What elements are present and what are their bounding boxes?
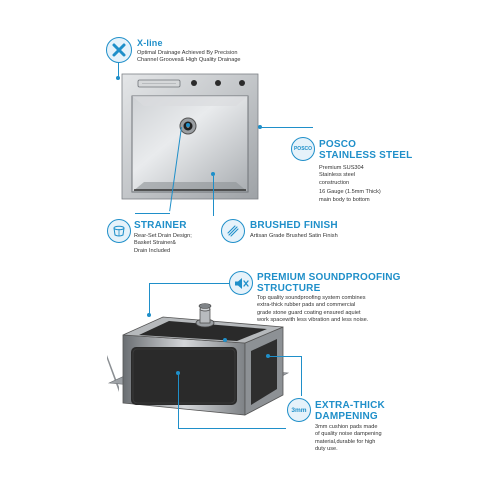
sound-leader-v — [149, 283, 150, 315]
sound-leader-h — [149, 283, 229, 284]
brushed-desc: Artisan Grade Brushed Satin Finish — [250, 233, 338, 239]
brushed-dot — [211, 172, 215, 176]
strainer-dot — [186, 123, 190, 127]
x-line-leader — [118, 63, 119, 77]
damp-icon: 3mm — [287, 398, 311, 422]
brushed-leader — [213, 176, 214, 216]
sound-desc: Top quality soundproofing system combine… — [257, 295, 369, 324]
posco-dot — [258, 125, 262, 129]
strainer-desc: Rear-Set Drain Design;Basket Strainer&Dr… — [134, 233, 192, 254]
damp-leader-v — [301, 356, 302, 396]
damp-dot-b — [176, 371, 180, 375]
damp-leader-bottom-h — [178, 428, 286, 429]
sink-bottom-view — [107, 303, 290, 416]
strainer-title: STRAINER — [134, 220, 187, 231]
x-line-dot — [116, 76, 120, 80]
sink-top-view — [121, 73, 259, 200]
x-line-icon — [106, 37, 132, 63]
damp-dot-a — [266, 354, 270, 358]
damp-leader-h — [268, 356, 302, 357]
strainer-icon — [107, 219, 131, 243]
sound-dot — [147, 313, 151, 317]
damp-leader-bottom-v — [178, 374, 179, 428]
brushed-icon — [221, 219, 245, 243]
pad-dot — [223, 338, 227, 342]
x-line-title: X-line — [137, 38, 163, 48]
posco-leader-h — [261, 126, 313, 128]
speaker-icon — [229, 271, 253, 295]
brushed-title: BRUSHED FINISH — [250, 220, 338, 231]
posco-icon: POSCO — [291, 137, 315, 161]
strainer-leader-h — [135, 213, 170, 214]
